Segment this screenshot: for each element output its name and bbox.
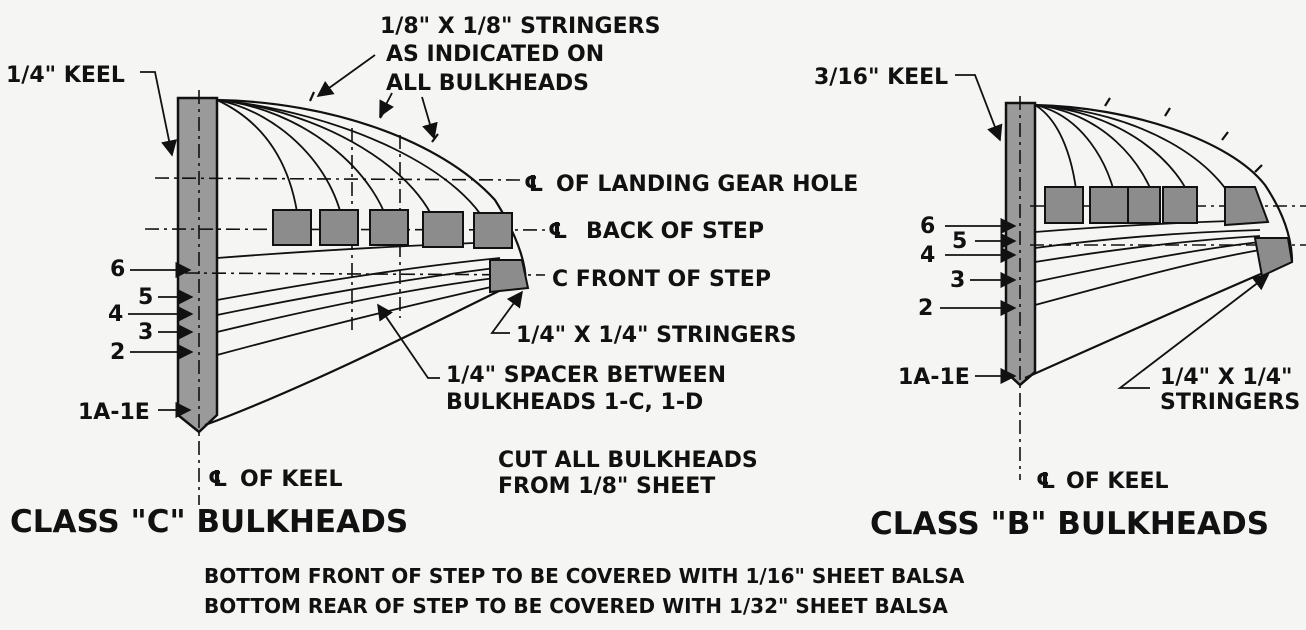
left-front-step-line — [184, 272, 546, 276]
left-station-curve — [216, 267, 496, 316]
centerline-symbol: ℄ — [548, 219, 568, 244]
stringer-note-arrow — [379, 92, 394, 118]
left-station-curve — [216, 241, 501, 259]
stringers-note-line: 1/8" X 1/8" STRINGERS — [380, 14, 660, 39]
stringer-note-arrow — [421, 96, 438, 140]
left-station-6: 6 — [110, 257, 125, 282]
left-station-5: 5 — [138, 285, 153, 310]
left-bulkhead-arc — [216, 99, 494, 239]
left-stringer-ticks — [308, 91, 439, 143]
left-step-block — [422, 211, 464, 248]
left-station-4: 4 — [108, 302, 123, 327]
big-stringers-label: 1/4" X 1/4" STRINGERS — [516, 323, 796, 348]
left-station-2: 2 — [110, 340, 125, 365]
left-station-1a-1e: 1A-1E — [78, 400, 150, 425]
right-keel-center-label: OF KEEL — [1066, 469, 1169, 494]
right-stringers-label-line: 1/4" X 1/4" — [1160, 365, 1293, 390]
left-step-block — [369, 209, 409, 246]
left-keel-center-label: OF KEEL — [240, 467, 343, 492]
class-c-diagram — [128, 54, 546, 505]
left-bottom-curve — [204, 287, 506, 427]
left-front-step-block — [489, 259, 530, 294]
stringer-note-arrow — [316, 54, 376, 97]
left-keel-leader — [140, 71, 178, 157]
big-stringers-leader — [490, 290, 523, 334]
left-station-curve — [216, 284, 501, 356]
right-step-block — [1224, 186, 1270, 227]
right-front-step-block — [1253, 237, 1294, 278]
right-step-block — [1044, 186, 1084, 224]
right-station-5: 5 — [952, 229, 967, 254]
right-step-block — [1127, 186, 1161, 224]
spacer-label-line: BULKHEADS 1-C, 1-D — [446, 390, 703, 415]
right-station-6: 6 — [920, 214, 935, 239]
right-station-curve — [1034, 249, 1261, 306]
right-title: CLASS "B" BULKHEADS — [870, 506, 1269, 542]
left-station-curve — [216, 277, 496, 333]
right-outer-curve — [1034, 103, 1294, 263]
right-station-1a-1e: 1A-1E — [898, 365, 970, 390]
left-step-block — [473, 212, 513, 249]
stringers-note-line: AS INDICATED ON — [386, 42, 604, 67]
footer-note: BOTTOM REAR OF STEP TO BE COVERED WITH 1… — [204, 594, 948, 618]
left-landing-gear-centerline — [154, 177, 521, 181]
right-station-curve — [1034, 235, 1261, 263]
front-step-label: C FRONT OF STEP — [552, 267, 771, 292]
left-station-3: 3 — [138, 320, 153, 345]
right-stringers-leader — [1117, 274, 1270, 389]
right-stringer-ticks — [1104, 97, 1263, 173]
left-step-block — [272, 209, 312, 246]
right-step-block — [1089, 186, 1129, 224]
right-step-block — [1162, 186, 1198, 224]
right-keel-leader — [955, 74, 1003, 142]
centerline-symbol: ℄ — [208, 467, 228, 492]
cut-note-line: FROM 1/8" SHEET — [498, 474, 715, 499]
right-station-4: 4 — [920, 243, 935, 268]
right-station-3: 3 — [950, 268, 965, 293]
right-keel-label: 3/16" KEEL — [814, 65, 948, 90]
stringers-note-line: ALL BULKHEADS — [386, 71, 589, 96]
landing-gear-label: OF LANDING GEAR HOLE — [556, 172, 858, 197]
spacer-label-line: 1/4" SPACER BETWEEN — [446, 363, 726, 388]
spacer-leader — [377, 303, 440, 379]
right-bottom-curve — [1024, 268, 1271, 380]
left-title: CLASS "C" BULKHEADS — [10, 504, 408, 540]
back-step-label: BACK OF STEP — [586, 219, 764, 244]
centerline-symbol: ℄ — [524, 172, 544, 197]
footer-note: BOTTOM FRONT OF STEP TO BE COVERED WITH … — [204, 564, 965, 588]
left-keel-label: 1/4" KEEL — [6, 63, 125, 88]
cut-note-line: CUT ALL BULKHEADS — [498, 448, 758, 473]
right-stringers-label-line: STRINGERS — [1160, 390, 1300, 415]
right-station-curve — [1034, 241, 1261, 283]
left-step-block — [319, 209, 359, 246]
left-station-curve — [216, 257, 501, 301]
centerline-symbol: ℄ — [1036, 469, 1056, 494]
left-keel — [176, 96, 219, 434]
right-station-2: 2 — [918, 296, 933, 321]
class-b-diagram — [940, 74, 1306, 480]
left-outer-curve — [216, 98, 527, 289]
